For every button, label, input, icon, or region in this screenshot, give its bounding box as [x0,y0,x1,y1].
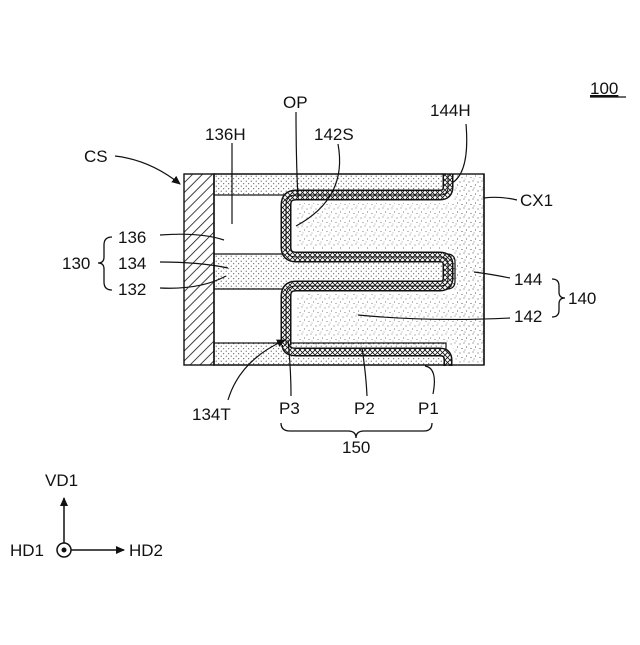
brace-130 [98,237,112,290]
label-p2: P2 [354,399,375,418]
axis-label-vd1: VD1 [45,471,78,490]
label-134: 134 [118,254,146,273]
label-142s: 142S [314,125,354,144]
label-134t: 134T [192,405,231,424]
label-130: 130 [62,254,90,273]
label-144: 144 [514,270,542,289]
cs-arrow [115,156,180,184]
label-150: 150 [342,438,370,457]
label-cs: CS [84,147,108,166]
brace-140 [552,279,565,317]
substrate-hatched [184,174,214,365]
label-140: 140 [568,289,596,308]
label-144h: 144H [430,101,471,120]
label-142: 142 [514,307,542,326]
brace-150 [281,423,432,438]
label-136: 136 [118,228,146,247]
label-136h: 136H [205,125,246,144]
direction-indicator [57,498,124,557]
axis-label-hd2: HD2 [129,541,163,560]
label-p1: P1 [418,399,439,418]
figure-label-100: 100 [590,79,618,98]
label-cx1: CX1 [520,191,553,210]
axis-label-hd1: HD1 [10,541,44,560]
layer-144-right [456,174,484,365]
label-p3: P3 [279,399,300,418]
label-132: 132 [118,280,146,299]
label-op: OP [283,93,308,112]
